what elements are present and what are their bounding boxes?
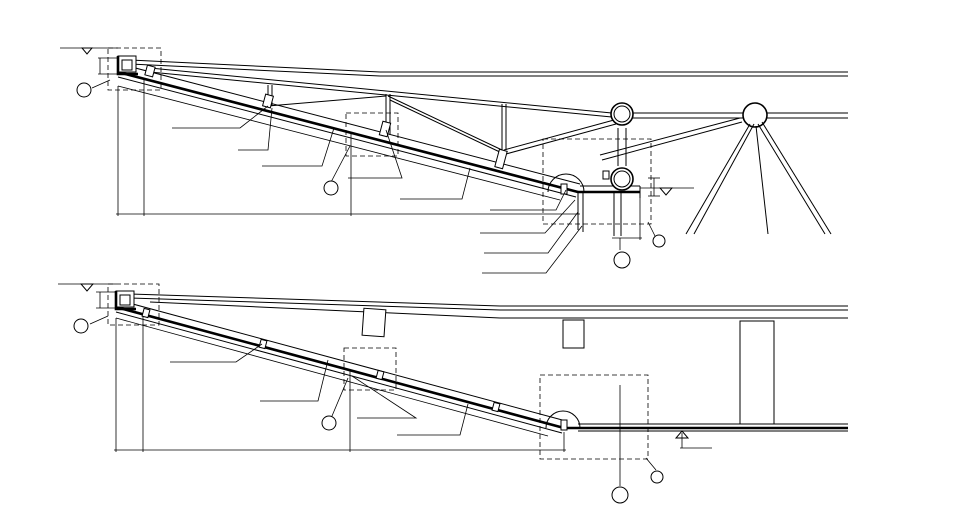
upper-detail-box-mid — [345, 112, 399, 157]
lower-callout-bubble-eave — [73, 318, 89, 334]
lower-detail-box-mid — [343, 347, 397, 391]
upper-level-marker-right — [640, 187, 694, 196]
lower-valley-gutter — [545, 410, 581, 429]
upper-callout-bubble-valley — [613, 251, 631, 269]
lower-slope-beam — [115, 299, 848, 437]
upper-pipe-nodes — [610, 102, 768, 198]
upper-dimensions — [98, 57, 660, 240]
lower-callout-bubble-mid — [321, 415, 337, 431]
upper-eave-gutter — [116, 55, 138, 76]
lower-level-marker-left — [58, 283, 116, 292]
lower-leader-lines — [89, 315, 657, 471]
lower-dimensions — [96, 291, 621, 486]
upper-level-marker-left — [60, 47, 118, 55]
upper-connector-plates — [144, 64, 610, 195]
upper-valley-gutter — [547, 173, 622, 236]
upper-leader-lines — [91, 79, 656, 274]
lower-level-marker-right — [674, 430, 712, 449]
upper-bracing-legs — [685, 121, 832, 235]
upper-detail-box-valley — [542, 138, 652, 225]
upper-top-chord — [129, 59, 848, 119]
lower-purlin-sections — [361, 307, 775, 425]
upper-slope-beam — [117, 63, 640, 201]
lower-callout-bubble-valley — [611, 486, 629, 504]
lower-section — [58, 283, 848, 504]
lower-callout-bubble-right — [650, 470, 664, 484]
lower-connector-clips — [141, 307, 568, 431]
lower-detail-box-eave — [107, 283, 160, 326]
upper-detail-box-eave — [107, 47, 162, 91]
lower-detail-box-valley — [539, 374, 649, 460]
upper-callout-bubble-right — [652, 234, 666, 248]
lower-top-chord — [129, 293, 848, 319]
upper-callout-bubble-eave — [76, 82, 92, 98]
upper-section — [60, 47, 848, 274]
lower-eave-gutter — [114, 290, 136, 311]
upper-callout-bubble-mid — [323, 180, 339, 196]
